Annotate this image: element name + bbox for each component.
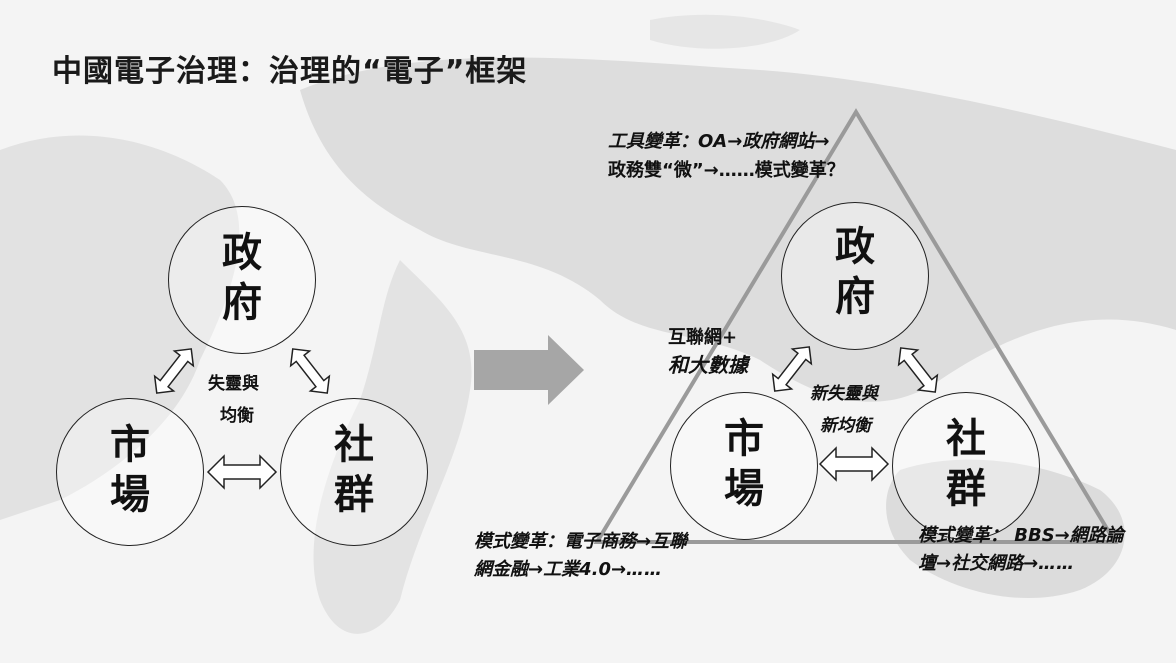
left-market-circle <box>56 398 204 546</box>
bottom-left-note-line1: 模式變革：電子商務→互聯 <box>474 531 688 552</box>
right-center-label-line1: 新失靈與 <box>810 384 878 404</box>
left-government-label: 政府 <box>222 230 262 326</box>
left-community-circle <box>280 398 428 546</box>
bottom-left-note-line2: 網金融→工業4.0→…… <box>474 559 663 580</box>
bottom-right-note-line2: 壇→社交網路→…… <box>918 553 1075 574</box>
top-note-line1: 工具變革：OA→政府網站→ <box>608 131 830 152</box>
internet-label-line2: 和大數據 <box>668 353 748 377</box>
right-market-label: 市場 <box>724 416 764 512</box>
left-community-label: 社群 <box>334 422 374 518</box>
right-government-label: 政府 <box>835 224 875 320</box>
left-market-label: 市場 <box>110 422 150 518</box>
internet-label-line1: 互聯網+ <box>668 327 738 348</box>
right-center-label-line2: 新均衡 <box>820 416 871 436</box>
left-government-circle <box>168 206 316 354</box>
page-title: 中國電子治理：治理的“電子”框架 <box>52 54 528 89</box>
bottom-right-note-line1: 模式變革： BBS→網路論 <box>918 525 1124 546</box>
left-center-label-line1: 失靈與 <box>208 374 259 394</box>
left-center-label-line2: 均衡 <box>220 406 254 426</box>
top-note-line2: 政務雙“微”→……模式變革？ <box>608 160 845 181</box>
right-community-label: 社群 <box>946 416 986 512</box>
